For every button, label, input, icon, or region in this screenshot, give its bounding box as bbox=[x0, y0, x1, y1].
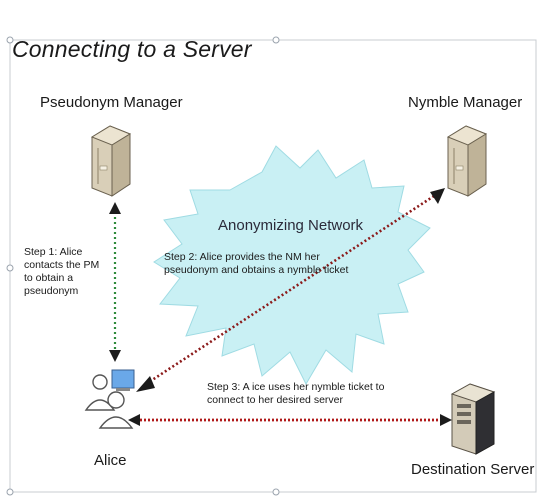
nymble-manager-label: Nymble Manager bbox=[408, 94, 523, 111]
pseudonym-manager-label: Pseudonym Manager bbox=[40, 94, 183, 111]
step1-text: Step 1: Alice contacts the PM to obtain … bbox=[24, 246, 100, 297]
resize-handle-bottom-left[interactable] bbox=[6, 488, 14, 496]
alice-label: Alice bbox=[94, 452, 127, 469]
resize-handle-left[interactable] bbox=[6, 264, 14, 272]
resize-handle-top-left[interactable] bbox=[6, 36, 14, 44]
anonymizing-network-label: Anonymizing Network bbox=[218, 217, 364, 234]
destination-server-icon bbox=[450, 383, 496, 455]
step2-arrow bbox=[136, 188, 445, 392]
resize-handle-top[interactable] bbox=[272, 36, 280, 44]
resize-handle-bottom[interactable] bbox=[272, 488, 280, 496]
pseudonym-manager-server-icon bbox=[90, 125, 132, 197]
destination-server-label: Destination Server bbox=[411, 461, 535, 478]
diagram-title: Connecting to a Server bbox=[12, 36, 252, 62]
step3-arrow bbox=[128, 414, 452, 426]
step1-arrow bbox=[109, 202, 121, 362]
step2-text: Step 2: Alice provides the NM her pseudo… bbox=[164, 251, 349, 276]
step3-text: Step 3: A ice uses her nymble ticket to … bbox=[207, 381, 385, 406]
alice-user-icon bbox=[84, 369, 135, 429]
anonymizing-network-cloud bbox=[153, 145, 431, 386]
nymble-manager-server-icon bbox=[446, 125, 488, 197]
